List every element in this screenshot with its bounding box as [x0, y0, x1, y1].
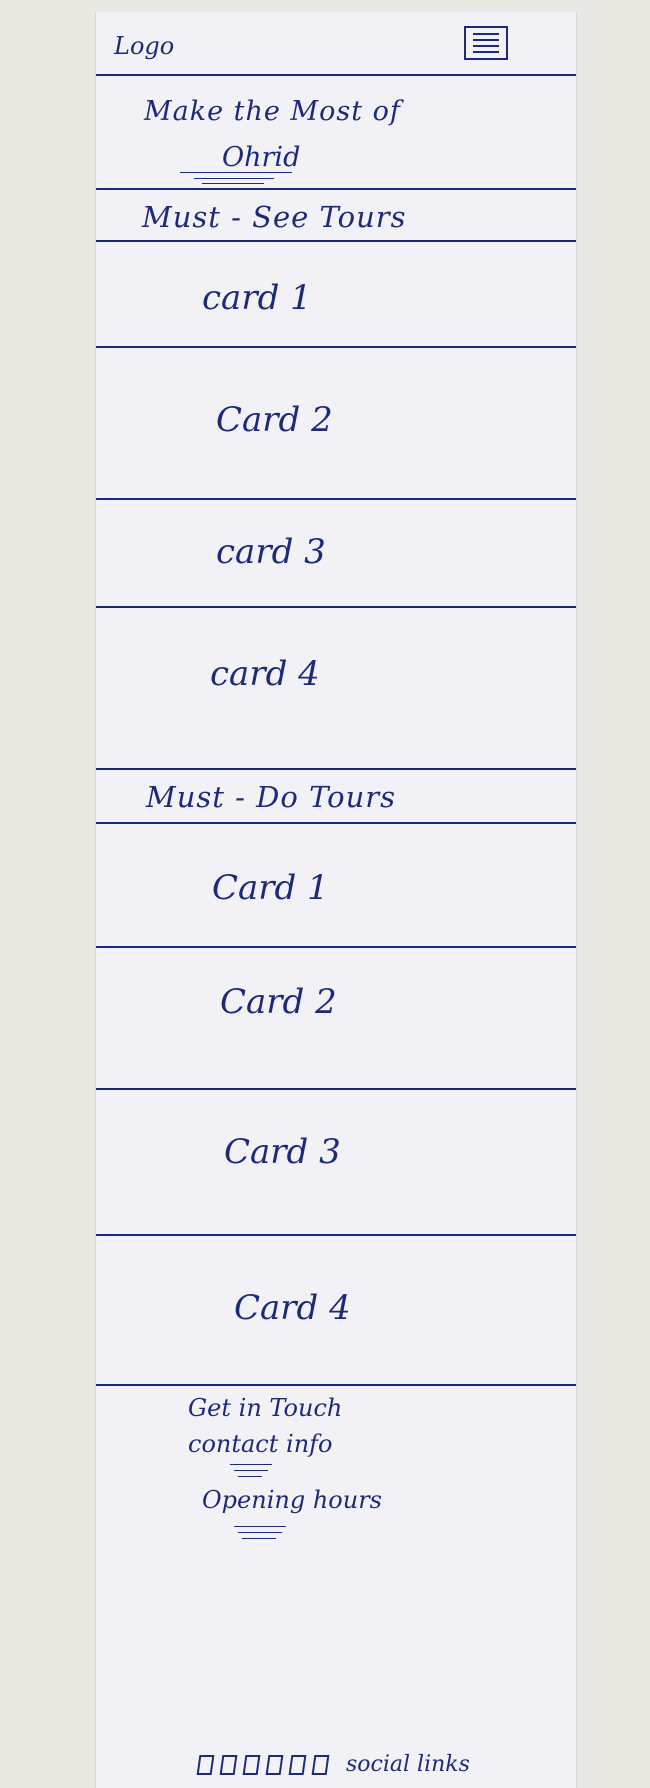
section-divider — [96, 822, 576, 824]
card-label: Card 2 — [216, 400, 333, 440]
social-icon[interactable] — [265, 1754, 284, 1775]
must-see-card-4[interactable]: card 4 — [96, 608, 576, 768]
contact-underline — [234, 1470, 268, 1471]
card-label: card 1 — [202, 278, 312, 318]
card-label: Card 4 — [234, 1288, 351, 1328]
header-divider — [96, 74, 576, 76]
social-icon[interactable] — [288, 1754, 307, 1775]
must-do-card-4[interactable]: Card 4 — [96, 1236, 576, 1384]
social-links-row: social links — [196, 1752, 470, 1777]
card-divider — [96, 1234, 576, 1236]
must-see-card-2[interactable]: Card 2 — [96, 348, 576, 498]
card-divider — [96, 498, 576, 500]
must-do-card-3[interactable]: Card 3 — [96, 1090, 576, 1234]
card-label: card 3 — [216, 532, 326, 572]
card-divider — [96, 606, 576, 608]
card-label: card 4 — [210, 654, 320, 694]
hero-underline — [194, 178, 274, 179]
hours-underline — [242, 1538, 276, 1539]
contact-underline — [230, 1464, 272, 1465]
hero-underline — [202, 183, 264, 184]
hamburger-menu-icon[interactable] — [464, 26, 508, 60]
footer-divider — [96, 1384, 576, 1386]
card-label: Card 3 — [224, 1132, 341, 1172]
must-see-section-title: Must - See Tours — [142, 200, 407, 234]
must-do-card-1[interactable]: Card 1 — [96, 824, 576, 946]
hero-underline — [180, 172, 292, 173]
section-divider — [96, 240, 576, 242]
social-icon[interactable] — [242, 1754, 261, 1775]
contact-info[interactable]: contact info — [188, 1430, 333, 1458]
social-icon[interactable] — [311, 1754, 330, 1775]
social-icon[interactable] — [196, 1754, 215, 1775]
hero-divider — [96, 188, 576, 190]
card-label: Card 1 — [212, 868, 329, 908]
logo[interactable]: Logo — [114, 32, 175, 60]
contact-underline — [238, 1476, 262, 1477]
social-icon[interactable] — [219, 1754, 238, 1775]
get-in-touch-heading: Get in Touch — [188, 1394, 343, 1422]
must-do-card-2[interactable]: Card 2 — [96, 948, 576, 1088]
mobile-page-sketch: Logo Make the Most of Ohrid Must - See T… — [95, 12, 577, 1788]
hero-city-name: Ohrid — [222, 142, 301, 173]
must-see-card-3[interactable]: card 3 — [96, 500, 576, 606]
hours-underline — [234, 1526, 286, 1527]
card-divider — [96, 1088, 576, 1090]
opening-hours: Opening hours — [202, 1486, 382, 1514]
hero-headline: Make the Most of — [144, 96, 401, 127]
card-divider — [96, 946, 576, 948]
must-see-card-1[interactable]: card 1 — [96, 242, 576, 346]
must-do-section-title: Must - Do Tours — [146, 780, 397, 814]
hours-underline — [238, 1532, 282, 1533]
card-label: Card 2 — [220, 982, 337, 1022]
section-divider — [96, 768, 576, 770]
social-links-label: social links — [346, 1752, 470, 1777]
card-divider — [96, 346, 576, 348]
